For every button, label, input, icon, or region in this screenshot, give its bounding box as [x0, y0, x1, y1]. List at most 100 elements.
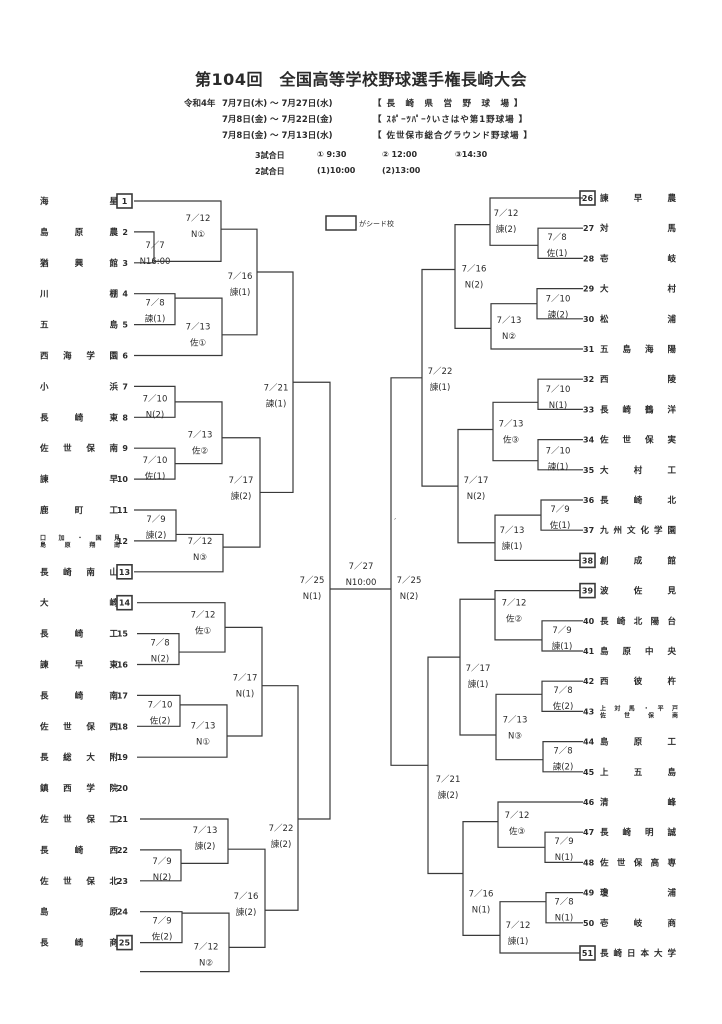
team-name: 波佐見 [600, 586, 676, 597]
team-name: 大村工 [600, 465, 676, 476]
bracket-line [499, 901, 580, 954]
team-name: 長崎明誠 [600, 827, 676, 838]
match-venue: 諫(1) [430, 382, 451, 393]
team-name: 五島 [40, 320, 118, 331]
match-venue: N(1) [555, 853, 573, 863]
team-name: 佐世保北 [39, 876, 118, 887]
match-venue: N(2) [465, 280, 483, 290]
match-venue: 佐(1) [550, 520, 571, 531]
match-date: 7／10 [143, 456, 168, 466]
match-date: 7／21 [436, 775, 461, 785]
match-date: 7／12 [191, 611, 216, 621]
bracket-line [262, 685, 299, 911]
team-name: 島原翔南 [40, 541, 120, 549]
team-name: 長崎南山 [40, 567, 118, 578]
team-name: 長崎東 [40, 412, 118, 423]
match-date: 7／8 [553, 747, 572, 757]
team-number: 37 [583, 526, 594, 535]
team-name: 松浦 [600, 314, 676, 325]
seed-box [116, 193, 133, 209]
venue-3: 【 佐世保市総合グラウンド野球場 】 [373, 131, 533, 141]
team-number: 7 [122, 382, 128, 391]
seed-legend-text: がシード校 [359, 219, 394, 228]
venue-2: 【 ｽﾎﾟｰﾂﾊﾟｰｸいさはや第1野球場 】 [373, 115, 529, 125]
team-number: 31 [583, 345, 595, 354]
match-date: 7／12 [186, 214, 211, 224]
match-venue: 諫(2) [271, 839, 292, 850]
match-date: 7／12 [494, 209, 519, 219]
team-number: 46 [583, 798, 595, 807]
team-number: 23 [117, 877, 128, 886]
team-name: 壱岐商 [600, 918, 676, 929]
match-date: 7／22 [269, 824, 294, 834]
team-number: 3 [122, 259, 128, 268]
match-date: 7／21 [264, 383, 289, 393]
match-date: 7／10 [546, 295, 571, 305]
bracket-line [541, 620, 583, 652]
team-name: 鎮西学院 [40, 783, 118, 794]
team-name: 川棚 [39, 289, 118, 300]
match-date: 7／17 [464, 476, 489, 486]
match-venue: N(1) [303, 592, 321, 602]
match-venue: 諫(1) [548, 462, 569, 473]
match-date: 7／8 [554, 898, 573, 908]
match-venue: N③ [193, 553, 207, 563]
bracket-line [225, 626, 263, 737]
team-number: 35 [583, 466, 595, 475]
team-number: 13 [119, 568, 130, 577]
team-number: 49 [583, 889, 595, 898]
match-date: 7／22 [428, 367, 453, 377]
team-name: 猶興館 [39, 258, 118, 269]
match-venue: 諫(2) [548, 310, 569, 321]
team-number: 18 [117, 722, 129, 731]
match-date: 7／7 [145, 241, 164, 251]
match-venue: N10:00 [346, 578, 377, 588]
team-number: 17 [117, 691, 128, 700]
bracket-line [495, 693, 543, 761]
times-label-3: 3試合日 [255, 151, 285, 160]
match-venue: 諫(1) [266, 398, 287, 409]
match-date: 7／8 [553, 686, 572, 696]
team-name: 長崎鶴洋 [600, 404, 676, 415]
team-number: 20 [117, 784, 129, 793]
team-number: 48 [583, 858, 595, 867]
team-name: 諫早農 [600, 193, 676, 204]
team-number: 19 [117, 753, 129, 762]
match-date: 7／8 [547, 233, 566, 243]
team-number: 42 [583, 677, 594, 686]
times-label-2: 2試合日 [255, 167, 285, 176]
match-venue: 佐① [190, 338, 206, 349]
bracket-line [497, 801, 583, 848]
team-name: 諫早東 [40, 660, 118, 671]
match-venue: 諫(1) [145, 314, 166, 325]
team-name: 長総大附 [40, 752, 118, 763]
team-name: 佐世保西 [39, 721, 118, 732]
match-date: 7／9 [554, 837, 573, 847]
bracket-line [221, 228, 258, 336]
match-venue: 佐(1) [547, 248, 568, 259]
match-venue: 諫(2) [496, 224, 517, 235]
time-slot: ① 9:30 [317, 150, 347, 159]
team-number: 27 [583, 224, 594, 233]
team-name: 長崎南 [40, 690, 118, 701]
team-name: 創成館 [599, 555, 676, 566]
match-venue: N(2) [146, 410, 164, 420]
team-number: 39 [582, 587, 594, 596]
team-name: 佐世保高専 [599, 857, 676, 868]
team-name: 佐世保南 [39, 443, 118, 454]
bracket-line [257, 271, 294, 494]
match-date: 7／9 [552, 626, 571, 636]
match-date: 7／13 [193, 826, 218, 836]
team-name: 壱岐 [600, 253, 676, 264]
team-name: 佐世保工 [39, 814, 118, 825]
venue-1: 【 長 崎 県 営 野 球 場 】 [373, 99, 524, 109]
team-name: 長崎商 [40, 938, 118, 949]
team-number: 41 [583, 647, 595, 656]
team-number: 12 [117, 537, 128, 546]
seed-legend-box [325, 215, 357, 231]
schedule-range-2: 7月8日(金) 〜 7月22日(金) [222, 115, 333, 125]
schedule-prefix: 令和4年 [184, 99, 216, 109]
time-slot: ③14:30 [455, 150, 488, 159]
team-name: 口加・国見 [40, 534, 120, 542]
